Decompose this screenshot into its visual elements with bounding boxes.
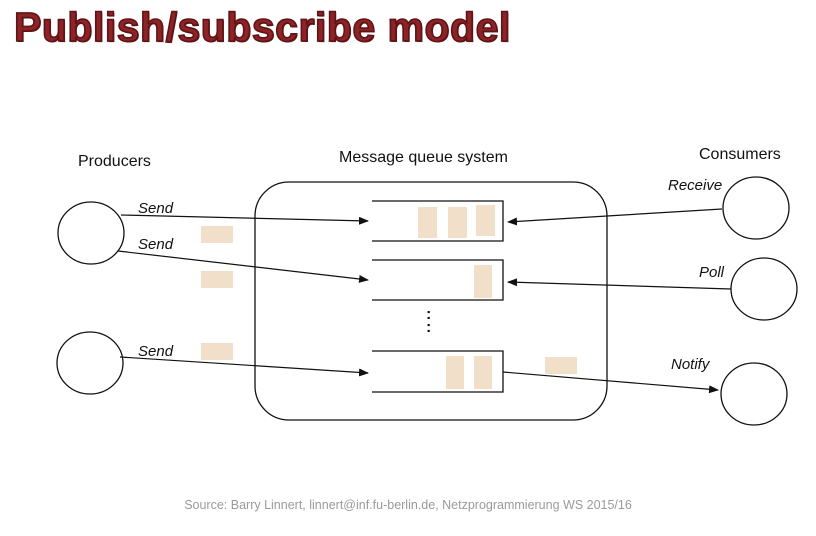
poll-arrow [507, 278, 732, 290]
notify-label: Notify [671, 356, 711, 373]
consumer-node-poll [730, 257, 798, 321]
message-in-transit [545, 357, 577, 374]
send-arrow-1 [120, 214, 369, 225]
producers-heading: Producers [78, 153, 151, 170]
queue-2 [372, 259, 504, 301]
queued-message [476, 205, 495, 236]
queued-message [418, 207, 437, 238]
send-label-1: Send [138, 200, 174, 217]
consumer-node-receive [722, 176, 790, 240]
send-label-2: Send [138, 236, 174, 253]
queue-3 [372, 350, 504, 393]
poll-label: Poll [699, 264, 725, 281]
receive-arrow [507, 208, 723, 226]
producer-node-1 [57, 201, 125, 265]
source-citation: Source: Barry Linnert, linnert@inf.fu-be… [184, 498, 632, 512]
queued-message [474, 265, 492, 298]
send-label-3: Send [138, 343, 174, 360]
message-queue-system-heading: Message queue system [339, 149, 508, 166]
producer-node-2 [56, 331, 124, 395]
slide-title: Publish/subscribe model [13, 3, 511, 51]
send-arrow-2 [117, 250, 369, 283]
message-in-transit [201, 343, 233, 360]
queue-ellipsis-top: : [426, 306, 431, 323]
consumers-heading: Consumers [699, 146, 781, 163]
queued-message [446, 356, 464, 389]
consumer-node-notify [720, 362, 788, 426]
message-in-transit [201, 271, 233, 288]
receive-label: Receive [668, 177, 722, 194]
send-arrow-3 [119, 356, 369, 377]
message-in-transit [201, 226, 233, 243]
notify-arrow [502, 371, 719, 394]
queue-1 [372, 200, 504, 242]
queued-message [448, 207, 467, 238]
message-queue-system-box [254, 181, 608, 421]
queued-message [474, 356, 492, 389]
queue-ellipsis-bottom: : [426, 319, 431, 336]
